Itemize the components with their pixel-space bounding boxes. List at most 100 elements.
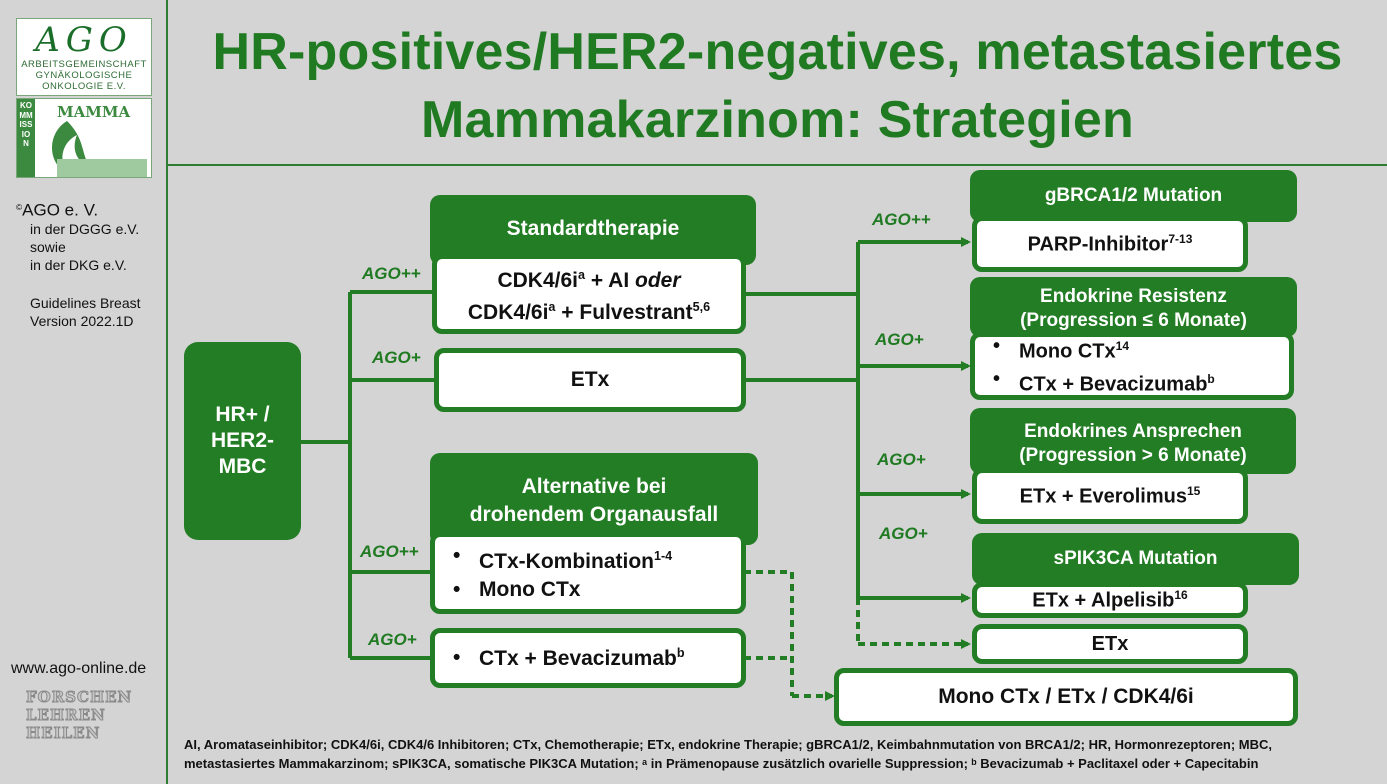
start-node-line: HR+ / <box>215 403 270 426</box>
resistance-item-text: CTx + Bevacizumab <box>1019 373 1208 396</box>
everolimus-box: ETx + Everolimus15 <box>972 468 1248 524</box>
resistance-header-line: Endokrine Resistenz <box>1040 286 1227 307</box>
footnote-sup: b <box>1207 372 1215 386</box>
dggg-line: in der DGGG e.V. <box>30 221 140 237</box>
bevacizumab-text: CTx + Bevacizumab <box>479 646 677 670</box>
footnote-sup: b <box>676 645 685 660</box>
start-node-hr-her2-mbc: HR+ / HER2- MBC <box>184 342 301 540</box>
etx-right-label: ETx <box>1091 632 1129 655</box>
page-title-line: HR-positives/HER2-negatives, metastasier… <box>212 23 1343 81</box>
final-box: Mono CTx / ETx / CDK4/6i <box>834 668 1298 726</box>
footnote-line: metastasiertes Mammakarzinom; sPIK3CA, s… <box>184 756 1259 771</box>
alternative-header-line: Alternative bei <box>521 475 667 498</box>
title-divider <box>168 164 1387 166</box>
standard-therapy-line2: CDK4/6ia + Fulvestrant5,6 <box>468 294 710 326</box>
guidelines-label: Guidelines Breast <box>30 295 141 311</box>
ago-label: AGO++ <box>360 542 419 561</box>
resistance-item: Mono CTx14 <box>991 333 1215 366</box>
standard-therapy-line1: CDK4/6ia + AI oder <box>468 262 710 294</box>
everolimus-text: ETx + Everolimus <box>1019 485 1187 508</box>
ago-label: AGO+ <box>879 524 928 543</box>
sensitivity-header-line: Endokrines Ansprechen <box>1024 421 1242 442</box>
ago-label: AGO+ <box>372 348 421 367</box>
slogan-line: LEHREN <box>26 706 106 725</box>
ago-label: AGO+ <box>877 450 926 469</box>
ago-logo-line: ARBEITSGEMEINSCHAFT <box>21 59 147 70</box>
ago-logo: AGO ARBEITSGEMEINSCHAFT GYNÄKOLOGISCHE O… <box>16 18 152 96</box>
sensitivity-header: Endokrines Ansprechen (Progression > 6 M… <box>970 408 1296 474</box>
ago-label: AGO+ <box>368 630 417 649</box>
ago-label: AGO++ <box>872 210 931 229</box>
ago-logo-line: GYNÄKOLOGISCHE <box>35 70 133 81</box>
standard-therapy-oder: oder <box>635 269 681 292</box>
ago-label: AGO+ <box>875 330 924 349</box>
pik3ca-header-label: sPIK3CA Mutation <box>1053 548 1218 569</box>
alpelisib-text: ETx + Alpelisib <box>1032 589 1175 612</box>
footnote-sup: 7-13 <box>1168 231 1193 246</box>
sowie-line: sowie <box>30 239 66 255</box>
footnote-sup: 14 <box>1115 339 1130 354</box>
alternative-item-text: Mono CTx <box>479 578 581 601</box>
sensitivity-header-line: (Progression > 6 Monate) <box>1019 445 1247 466</box>
resistance-header-line: (Progression ≤ 6 Monate) <box>1020 310 1247 331</box>
standard-therapy-header-label: Standardtherapie <box>506 217 680 240</box>
ago-logo-mark: AGO <box>35 20 133 60</box>
alternative-header: Alternative bei drohendem Organausfall <box>430 453 758 545</box>
resistance-item-text: Mono CTx <box>1019 341 1116 363</box>
final-label: Mono CTx / ETx / CDK4/6i <box>938 685 1194 708</box>
standard-therapy-text: + AI <box>585 269 635 292</box>
brca-header-label: gBRCA1/2 Mutation <box>1044 185 1223 206</box>
bevacizumab-item: CTx + Bevacizumabb <box>451 646 685 671</box>
mamma-logo: KOMMISSION MAMMA <box>16 98 152 178</box>
parp-text: PARP-Inhibitor <box>1027 233 1169 256</box>
bevacizumab-box: CTx + Bevacizumabb <box>430 628 746 688</box>
resistance-item: CTx + Bevacizumabb <box>991 366 1215 399</box>
start-node-line: MBC <box>218 455 267 478</box>
dkg-line: in der DKG e.V. <box>30 257 127 273</box>
page-title: HR-positives/HER2-negatives, metastasier… <box>168 18 1387 154</box>
page-title-line: Mammakarzinom: Strategien <box>421 91 1134 149</box>
standard-therapy-header: Standardtherapie <box>430 195 756 265</box>
slogan-line: FORSCHEN <box>25 688 133 707</box>
footnote-sup: 5,6 <box>692 300 711 314</box>
footnote-sup: a <box>548 300 556 314</box>
mamma-logo-word: MAMMA <box>57 103 131 121</box>
footnote-line: AI, Aromataseinhibitor; CDK4/6i, CDK4/6 … <box>184 737 1273 752</box>
etx-label: ETx <box>570 368 610 391</box>
resistance-header: Endokrine Resistenz (Progression ≤ 6 Mon… <box>970 277 1297 337</box>
ago-label: AGO++ <box>362 264 421 283</box>
alternative-item-text: CTx-Kombination <box>479 550 654 573</box>
footnote-sup: 16 <box>1174 587 1188 602</box>
pik3ca-header: sPIK3CA Mutation <box>972 533 1299 585</box>
version-label: Version 2022.1D <box>30 313 134 329</box>
copyright-org: AGO e. V. <box>22 200 99 220</box>
standard-therapy-text: CDK4/6i <box>467 301 549 324</box>
copyright: ©AGO e. V. <box>16 198 98 220</box>
website-link[interactable]: www.ago-online.de <box>11 660 147 677</box>
standard-therapy-box: CDK4/6ia + AI oder CDK4/6ia + Fulvestran… <box>432 254 746 334</box>
mamma-logo-figure-icon <box>52 121 147 177</box>
alternative-item: Mono CTx <box>451 576 672 604</box>
standard-therapy-text: CDK4/6i <box>497 269 578 292</box>
brca-header: gBRCA1/2 Mutation <box>970 170 1297 222</box>
alternative-header-line: drohendem Organausfall <box>469 503 719 526</box>
alternative-box: CTx-Kombination1-4 Mono CTx <box>430 532 746 614</box>
footnote-sup: a <box>577 268 585 282</box>
resistance-box: Mono CTx14 CTx + Bevacizumabb <box>970 332 1294 400</box>
mamma-logo-band <box>17 99 35 177</box>
standard-therapy-text: + Fulvestrant <box>555 301 693 324</box>
alternative-item: CTx-Kombination1-4 <box>451 542 672 576</box>
sidebar: AGO ARBEITSGEMEINSCHAFT GYNÄKOLOGISCHE O… <box>0 0 168 784</box>
footnotes: AI, Aromataseinhibitor; CDK4/6i, CDK4/6 … <box>184 735 1374 773</box>
footnote-sup: 1-4 <box>653 549 673 563</box>
mamma-logo-vertical-text: KOMMISSION <box>19 101 33 148</box>
copyright-symbol: © <box>16 202 23 212</box>
footnote-sup: 15 <box>1186 483 1201 498</box>
start-node-line: HER2- <box>210 429 274 452</box>
ago-logo-line: ONKOLOGIE E.V. <box>42 81 126 92</box>
etx-box: ETx <box>434 348 746 412</box>
etx-right-box: ETx <box>972 624 1248 664</box>
parp-box: PARP-Inhibitor7-13 <box>972 216 1248 272</box>
alpelisib-box: ETx + Alpelisib16 <box>972 582 1248 618</box>
